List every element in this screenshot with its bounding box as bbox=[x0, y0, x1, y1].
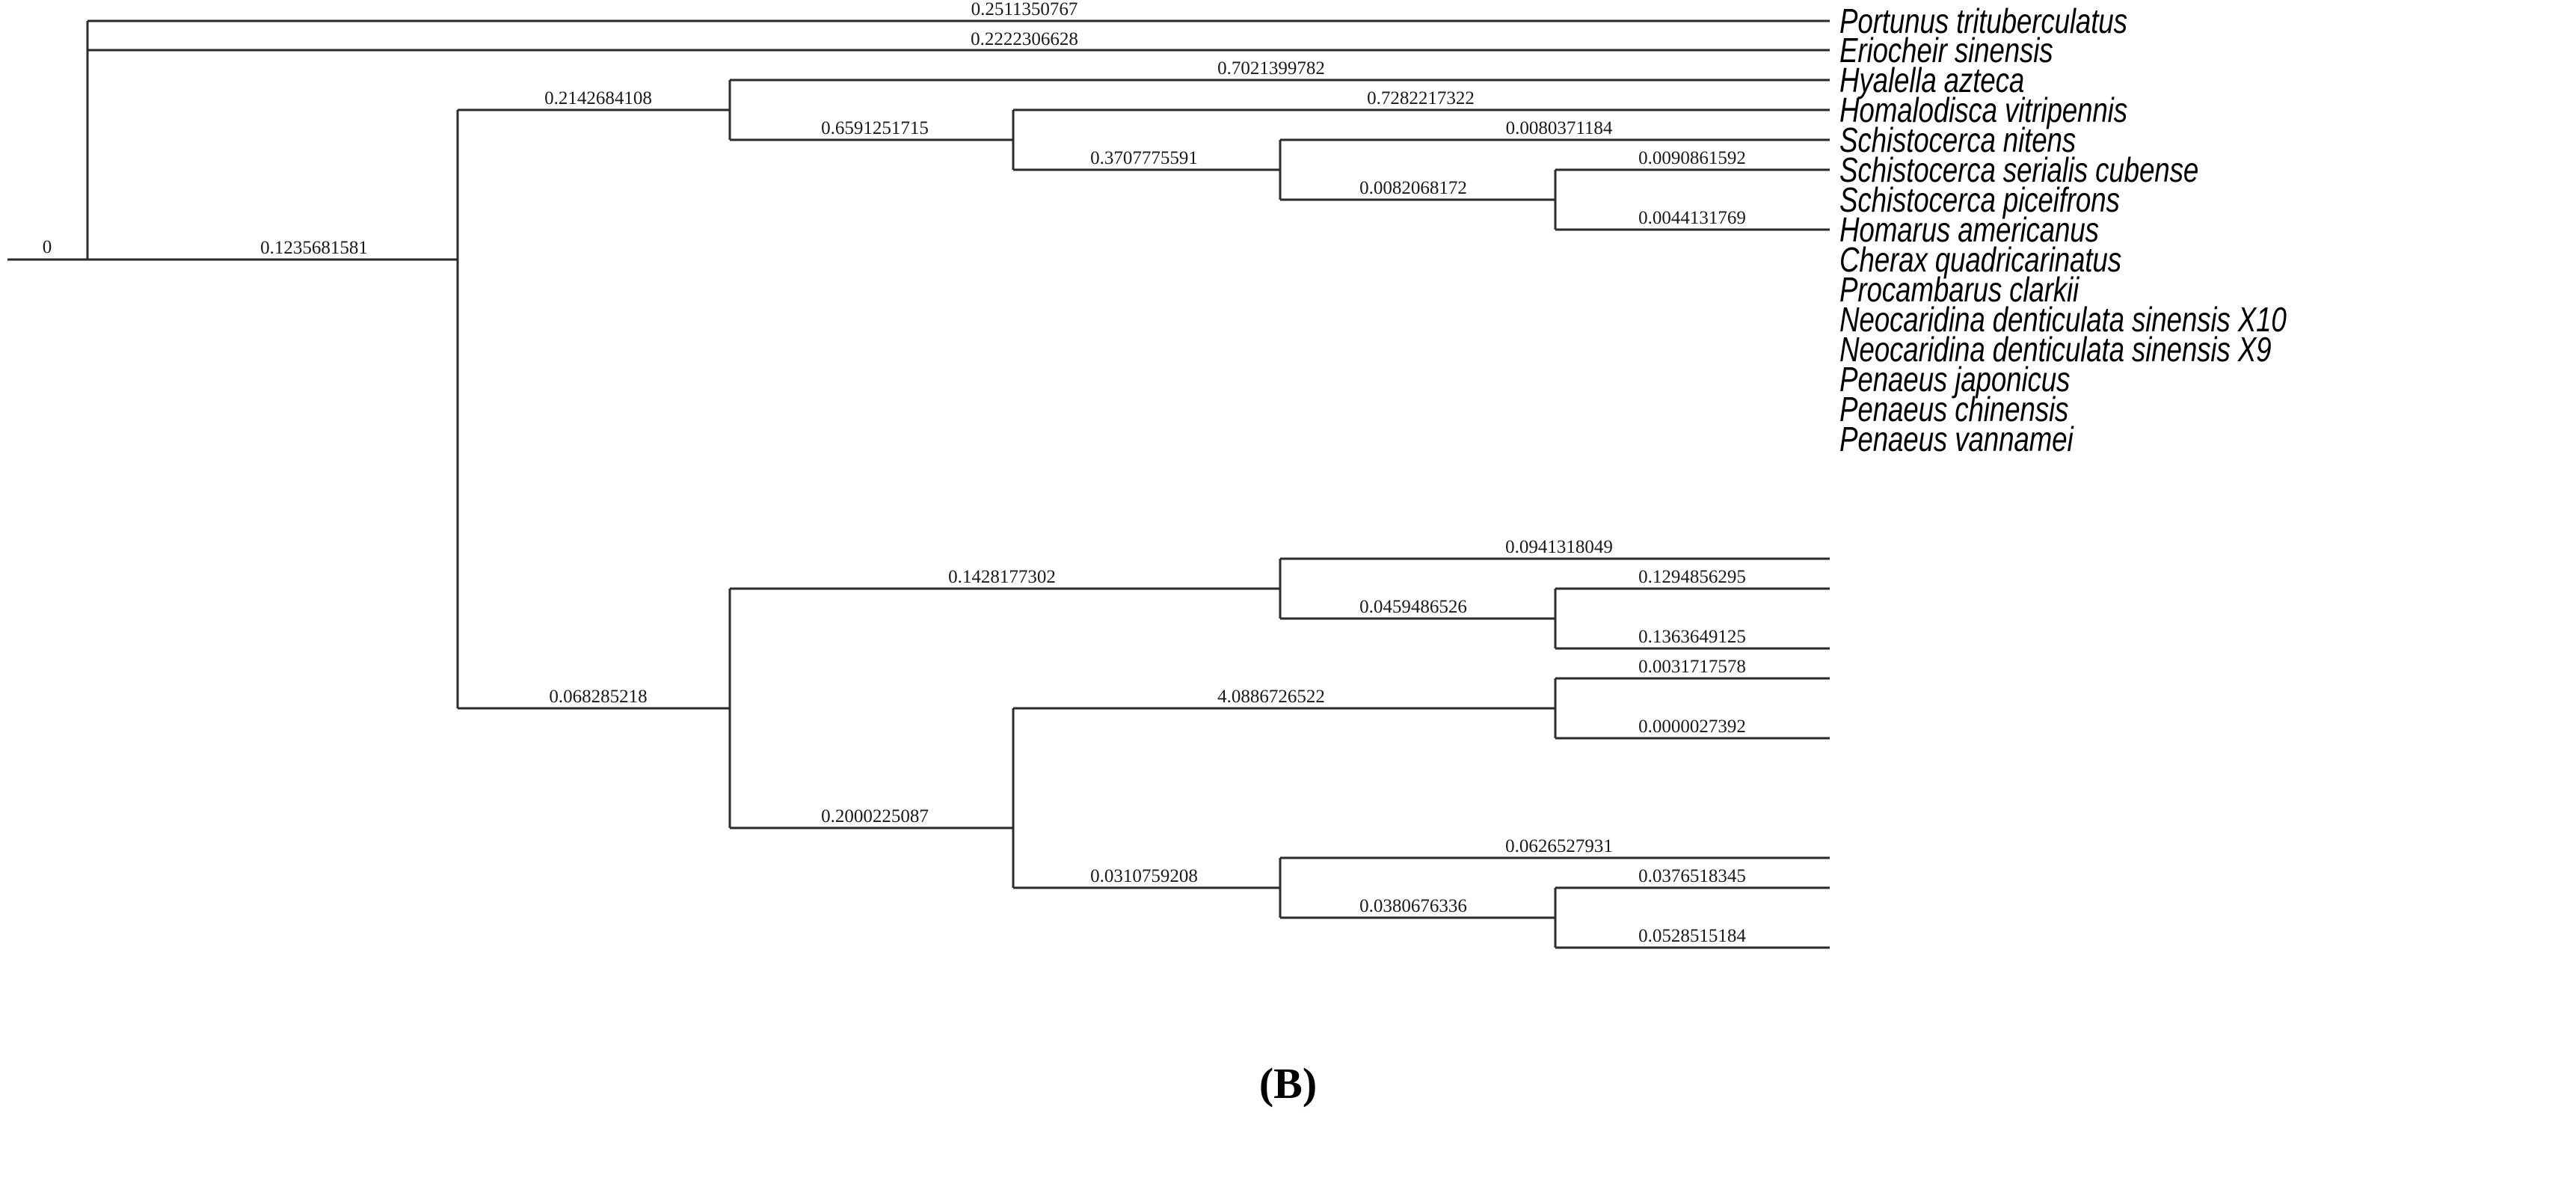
branch-label-crayfish-pair: 0.0459486526 bbox=[1359, 597, 1467, 617]
branch-label-insect-hyalella: 0.2142684108 bbox=[544, 88, 652, 108]
branch-label-eriocheir: 0.2222306628 bbox=[971, 29, 1078, 49]
tip-label-portunus-trituberculatus: Portunus trituberculatus bbox=[1839, 1, 2127, 40]
branch-label-schistocerca-piceifrons: 0.0044131769 bbox=[1638, 208, 1746, 228]
tip-label-neocaridina-x10: Neocaridina denticulata sinensis X10 bbox=[1839, 300, 2287, 339]
tip-label-eriocheir-sinensis: Eriocheir sinensis bbox=[1839, 31, 2053, 70]
tip-label-neocaridina-x9: Neocaridina denticulata sinensis X9 bbox=[1839, 330, 2272, 369]
tip-label-homalodisca-vitripennis: Homalodisca vitripennis bbox=[1839, 91, 2127, 129]
tip-label-schistocerca-piceifrons: Schistocerca piceifrons bbox=[1839, 180, 2120, 219]
branch-label-neocaridina-pair: 4.0886726522 bbox=[1217, 687, 1325, 707]
branch-label-insect: 0.6591251715 bbox=[821, 118, 929, 138]
panel-caption: (B) bbox=[1258, 1059, 1318, 1108]
branch-label-arthropod-core: 0.1235681581 bbox=[260, 238, 368, 258]
branch-label-penaeus-chinensis: 0.0376518345 bbox=[1638, 866, 1746, 886]
tip-label-procambarus-clarkii: Procambarus clarkii bbox=[1839, 270, 2079, 309]
branch-label-penaeus-pair: 0.0380676336 bbox=[1359, 896, 1467, 916]
branch-label-neocaridina-x9: 0.0000027392 bbox=[1638, 717, 1746, 737]
root-branch-label: 0 bbox=[43, 237, 52, 257]
branch-label-portunus: 0.2511350767 bbox=[971, 0, 1078, 19]
branch-label-decapod: 0.068285218 bbox=[549, 687, 647, 707]
branch-label-caridea-penaeid: 0.2000225087 bbox=[821, 806, 929, 826]
branch-label-neocaridina-x10: 0.0031717578 bbox=[1638, 657, 1746, 677]
branch-label-penaeus-japonicus: 0.0626527931 bbox=[1505, 836, 1613, 856]
tip-label-penaeus-japonicus: Penaeus japonicus bbox=[1839, 360, 2071, 399]
tip-label-homarus-americanus: Homarus americanus bbox=[1839, 210, 2099, 249]
branch-label-schistocerca-pair: 0.0082068172 bbox=[1359, 178, 1467, 198]
tree-diagram: 0 0.2511350767 0.2222306628 0.1235681581… bbox=[7, 0, 1830, 949]
tip-label-cherax-quadricarinatus: Cherax quadricarinatus bbox=[1839, 240, 2121, 279]
tip-label-group: Portunus trituberculatus Eriocheir sinen… bbox=[1839, 1, 2287, 458]
branch-label-penaeus-clade: 0.0310759208 bbox=[1090, 866, 1198, 886]
branch-label-procambarus: 0.1363649125 bbox=[1638, 627, 1746, 647]
tip-label-schistocerca-serialis-cubense: Schistocerca serialis cubense bbox=[1839, 150, 2199, 189]
branch-label-schistocerca-serialis: 0.0090861592 bbox=[1638, 148, 1746, 168]
tip-label-schistocerca-nitens: Schistocerca nitens bbox=[1839, 120, 2077, 159]
branch-label-astacidea: 0.1428177302 bbox=[948, 567, 1056, 587]
branch-label-hyalella: 0.7021399782 bbox=[1217, 58, 1325, 79]
branch-label-homarus: 0.0941318049 bbox=[1505, 537, 1613, 557]
branch-label-penaeus-vannamei: 0.0528515184 bbox=[1638, 926, 1746, 946]
tip-label-penaeus-chinensis: Penaeus chinensis bbox=[1839, 390, 2069, 429]
branch-label-schistocerca-nitens: 0.0080371184 bbox=[1506, 118, 1613, 138]
branch-label-homalodisca: 0.7282217322 bbox=[1367, 88, 1475, 108]
branch-label-cherax: 0.1294856295 bbox=[1638, 567, 1746, 587]
tip-label-hyalella-azteca: Hyalella azteca bbox=[1839, 61, 2025, 99]
branch-label-schistocerca-clade: 0.3707775591 bbox=[1090, 148, 1198, 168]
tip-label-penaeus-vannamei: Penaeus vannamei bbox=[1839, 420, 2074, 458]
